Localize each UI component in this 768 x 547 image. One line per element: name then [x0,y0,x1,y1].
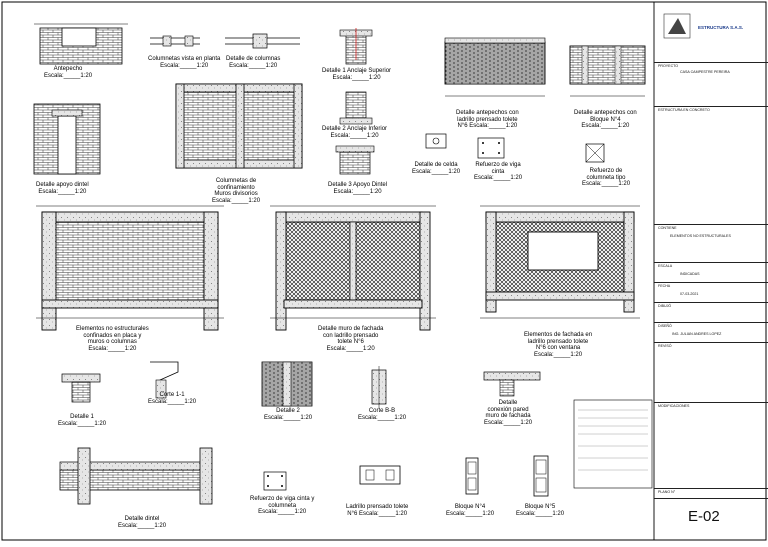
detail-anclaje-superior [339,28,373,65]
approved-label: REVISÓ [658,344,672,348]
detail-ladrillo-prensado [359,465,401,485]
content-value: ELEMENTOS NO ESTRUCTURALES [670,234,731,238]
detail-refuerzo-columneta [585,143,605,163]
title-columnetas-planta: Columnetas vista en planta Escala:_____1… [148,56,221,69]
company-name: ESTRUCTURA S.A.S. [698,25,744,30]
detail-corte-1-1 [150,361,179,399]
title-refuerzo-columneta: Refuerzo de columneta tipo Escala:_____1… [582,168,631,187]
title-refuerzo-viga: Refuerzo de viga cinta Escala:_____1:20 [474,162,523,181]
structure-label: ESTRUCTURA EN CONCRETO [658,108,710,112]
modifications-label: MODIFICACIONES [658,404,690,408]
company-logo-icon [663,13,691,39]
title-bloque-n5: Bloque N°5 Escala:_____1:20 [516,504,565,517]
detail-1 [61,373,101,403]
title-bloque-n4: Bloque N°4 Escala:_____1:20 [446,504,495,517]
detail-2 [261,361,313,407]
content-label: CONTIENE [658,226,677,230]
detail-elementos-fachada [480,205,640,319]
title-apoyo-dintel-3: Detalle 3 Apoyo Dintel Escala:_____1:20 [328,182,388,195]
designer-value: ING. JULIAN ANDRES LOPEZ [672,332,722,336]
drawn-label: DIBUJÓ [658,304,672,308]
detail-antepechos-bloque [569,45,646,97]
title-apoyo-dintel: Detalle apoyo dintel Escala:_____1:20 [36,182,89,195]
title-detalle-conexion: Detalle conexión pared muro de fachada E… [484,400,533,426]
title-celda: Detalle de celda Escala:_____1:20 [412,162,461,175]
project-value: CASA CAMPESTRE PEREIRA [680,70,730,74]
scale-label: ESCALA [658,264,673,268]
sheet-number: E-02 [688,508,720,525]
title-anclaje-inferior: Detalle 2 Anclaje Inferior Escala:_____1… [322,126,388,139]
detail-bloque-n5 [533,455,549,497]
detail-refuerzo-viga [477,137,505,159]
project-label: PROYECTO [658,64,679,68]
title-detalle-1: Detalle 1 Escala:_____1:20 [58,414,107,427]
title-corte-1-1: Corte 1-1 Escala:_____1:20 [148,392,197,405]
sheet-label: PLANO N° [658,490,676,494]
title-elementos-fachada: Elementos de fachada en ladrillo prensad… [524,332,593,358]
detail-refuerzo-viga-cinta [263,471,287,491]
title-antepechos-bloque: Detalle antepechos con Bloque N°4 Escala… [574,110,637,129]
detail-apoyo-dintel [33,103,101,175]
detail-celda [425,133,447,149]
title-anclaje-superior: Detalle 1 Anclaje Superior Escala:_____1… [322,68,392,81]
title-detalle-columnas: Detalle de columnas Escala:_____1:20 [226,56,281,69]
detail-antepecho [34,23,128,65]
title-detalle-dintel: Detalle dintel Escala:_____1:20 [118,516,167,529]
title-block: ESTRUCTURA S.A.S. PROYECTO CASA CAMPESTR… [654,0,768,542]
designer-label: DISEÑÓ [658,324,672,328]
detail-antepechos-ladrillo [444,37,546,97]
date-value: 07-03-2021 [680,292,699,296]
detail-bloque-n4 [465,457,479,495]
title-antepechos-ladrillo: Detalle antepechos con ladrillo prensado… [456,110,519,129]
detail-columnetas-confinamiento [175,83,303,169]
title-refuerzo-viga-cinta: Refuerzo de viga cinta y columneta Escal… [250,496,315,515]
title-corte-bb: Corte B-B Escala:_____1:20 [358,408,407,421]
scale-value: INDICADAS [680,272,700,276]
detail-columnetas-planta [150,35,200,47]
detail-apoyo-dintel-3 [335,145,375,175]
detail-muro-fachada [270,205,436,331]
detail-anclaje-inferior [339,91,373,125]
general-notes-box [573,399,653,489]
title-columnetas-confinamiento: Columnetas de confinamiento Muros diviso… [212,178,261,204]
date-label: FECHA [658,284,671,288]
detail-elementos-no-estructurales [36,205,224,331]
title-ladrillo-prensado: Ladrillo prensado tolete N°6 Escala:____… [346,504,409,517]
title-antepecho: Antepecho Escala:_____1:20 [44,66,93,79]
title-elementos-no-estructurales: Elementos no estructurales confinados en… [76,326,149,352]
detail-columnas [225,33,300,49]
detail-conexion [483,371,541,397]
detail-dintel [59,447,213,505]
detail-corte-bb [371,366,387,408]
title-detalle-2: Detalle 2 Escala:_____1:20 [264,408,313,421]
title-muro-fachada: Detalle muro de fachada con ladrillo pre… [318,326,384,352]
